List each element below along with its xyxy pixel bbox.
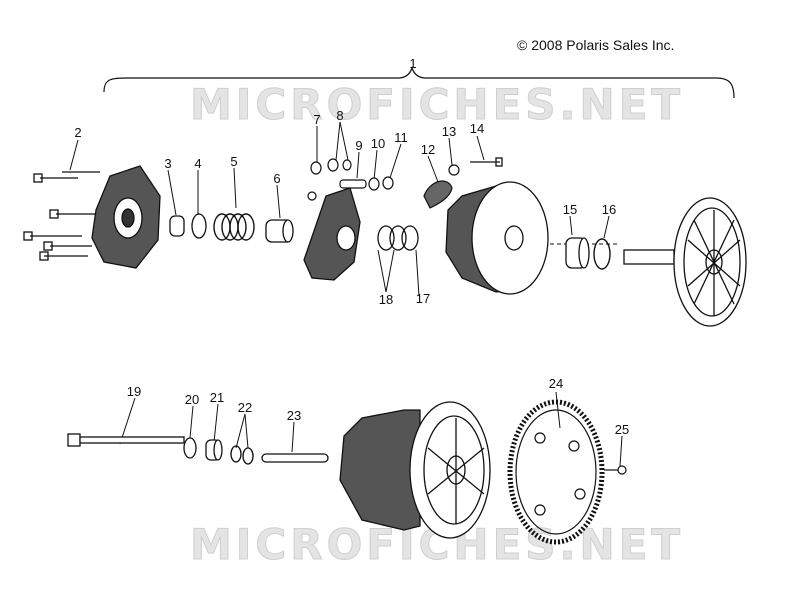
- spider-cover: [91, 165, 161, 269]
- callout-23: 23: [286, 408, 302, 423]
- callout-17: 17: [415, 291, 431, 306]
- screw-25: [604, 465, 627, 475]
- callout-18: 18: [378, 292, 394, 307]
- rings-22: [230, 445, 254, 465]
- spring-5: [213, 213, 255, 241]
- callout-6: 6: [273, 171, 281, 186]
- callout-13: 13: [441, 124, 457, 139]
- ring-16: [593, 238, 611, 270]
- callout-25: 25: [614, 422, 630, 437]
- rings-17-18: [377, 225, 419, 251]
- pin-23: [261, 453, 329, 463]
- copyright-notice: © 2008 Polaris Sales Inc.: [517, 37, 675, 53]
- callout-10: 10: [370, 136, 386, 151]
- spider: [303, 187, 361, 281]
- callout-20: 20: [184, 392, 200, 407]
- callout-8: 8: [336, 108, 344, 123]
- callout-14: 14: [469, 121, 485, 136]
- shaft-19: [67, 433, 185, 447]
- callout-5: 5: [230, 154, 238, 169]
- callout-1: 1: [409, 56, 417, 71]
- ring-4: [191, 213, 207, 239]
- bolts-left: [23, 171, 100, 261]
- callout-12: 12: [420, 142, 436, 157]
- callout-16: 16: [601, 202, 617, 217]
- callout-15: 15: [562, 202, 578, 217]
- moveable-sheave: [445, 181, 549, 295]
- washer-20: [183, 437, 197, 459]
- callout-2: 2: [74, 125, 82, 140]
- driven-clutch: [339, 401, 491, 539]
- bushing-6: [265, 219, 294, 243]
- callout-11: 11: [394, 130, 408, 145]
- callout-21: 21: [209, 390, 225, 405]
- callout-7: 7: [313, 112, 321, 127]
- roller-parts: [307, 158, 394, 201]
- nut-13: [448, 164, 460, 176]
- callout-3: 3: [164, 156, 172, 171]
- callout-22: 22: [237, 400, 253, 415]
- leader-lines: [69, 121, 623, 467]
- fixed-sheave: [623, 197, 747, 327]
- weight-12: [423, 180, 453, 209]
- bushing-21: [205, 439, 223, 461]
- callout-24: 24: [548, 376, 564, 391]
- ring-gear-24: [507, 399, 605, 545]
- callout-4: 4: [194, 156, 202, 171]
- assembly-bracket: [103, 66, 735, 99]
- watermark-top: MICROFICHES.NET: [190, 80, 684, 130]
- bushing-15: [565, 237, 590, 269]
- callout-9: 9: [355, 138, 363, 153]
- bushing-3: [169, 215, 185, 237]
- callout-19: 19: [126, 384, 142, 399]
- bolt-14: [470, 157, 503, 167]
